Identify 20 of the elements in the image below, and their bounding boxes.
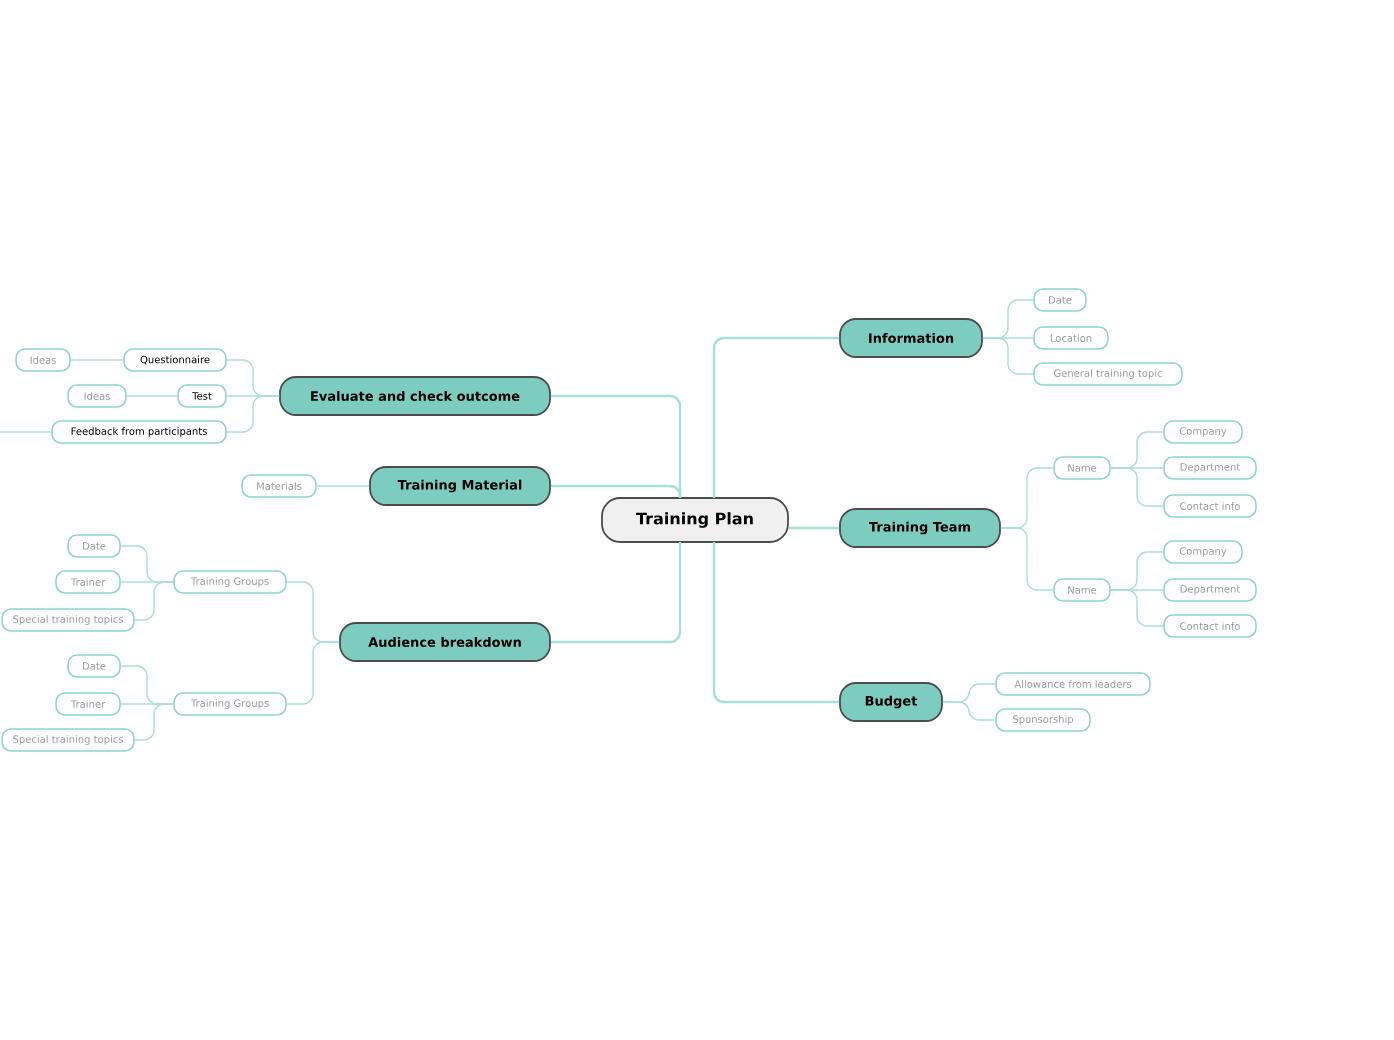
connector-line: [550, 394, 682, 498]
connector-line: [316, 485, 370, 487]
connector-line: [942, 701, 996, 721]
connector-line: [712, 542, 840, 704]
connector-line: [1110, 467, 1164, 507]
connector-line: [550, 542, 682, 644]
connector-line: [134, 703, 174, 741]
connector-line: [226, 395, 280, 433]
connector-line: [550, 484, 682, 498]
connector-line: [1000, 527, 1054, 591]
connector-line: [286, 641, 340, 705]
connector-line: [1110, 589, 1164, 627]
connector-line: [70, 359, 124, 361]
connector-line: [134, 581, 174, 621]
connector-line: [126, 395, 178, 397]
connector-line: [788, 526, 840, 530]
connector-line: [0, 431, 52, 433]
connector-line: [982, 337, 1034, 375]
connector-line: [712, 336, 840, 498]
central-topic: Training Plan: [601, 497, 789, 543]
